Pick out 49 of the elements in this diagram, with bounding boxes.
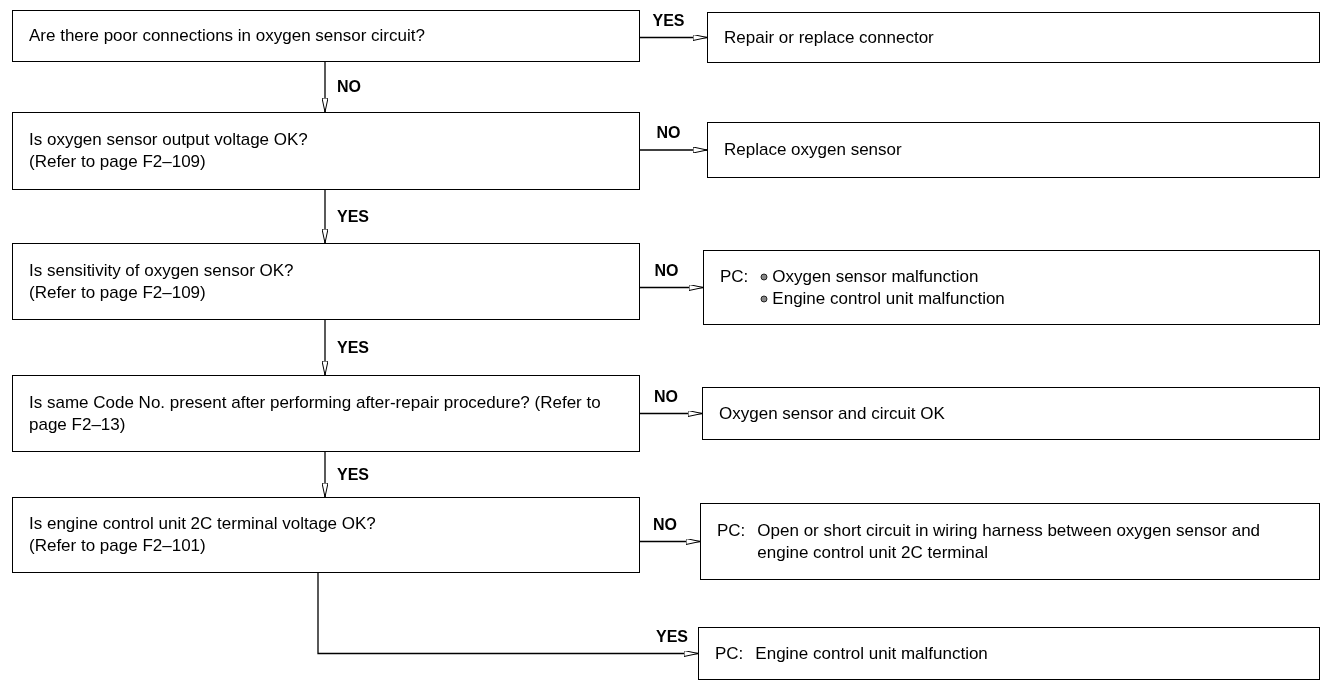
edge-label: YES (337, 464, 369, 485)
arrow (321, 61, 329, 113)
edge-label: NO (656, 123, 681, 143)
result-box (700, 503, 1320, 580)
question-box (12, 497, 640, 573)
arrow (321, 189, 329, 244)
action-text: Repair or replace connector (724, 26, 934, 49)
edge-label: NO (654, 386, 678, 407)
cause-text: Engine control unit malfunction (772, 287, 1005, 310)
question-text: Is sensitivity of oxygen sensor OK? (29, 259, 294, 282)
edge-label: NO (653, 514, 677, 535)
question-text: (Refer to page F2–101) (29, 535, 207, 557)
question-box (12, 243, 640, 320)
question-text: Is same Code No. present after performing after-repair procedure? (Refer to page F2–13) (29, 391, 602, 436)
edge-label: YES (337, 337, 369, 358)
arrow (639, 284, 704, 291)
arrow (639, 538, 701, 545)
result-box (707, 12, 1320, 63)
pc-label: PC: (717, 519, 746, 542)
arrow (639, 146, 708, 154)
cause-text: Oxygen sensor malfunction (772, 265, 979, 288)
question-text: (Refer to page F2–109) (29, 281, 207, 304)
cause-text: Open or short circuit in wiring harness between oxygen sensor and engine control unit 2C terminal (757, 519, 1262, 564)
question-text: Are there poor connections in oxygen sensor circuit? (29, 25, 425, 47)
pc-label: PC: (715, 642, 744, 665)
question-box (12, 10, 640, 62)
arrow (317, 572, 699, 657)
action-text: Replace oxygen sensor (724, 139, 902, 161)
result-box (702, 387, 1320, 440)
action-text: Oxygen sensor and circuit OK (719, 402, 945, 425)
question-box (12, 112, 640, 190)
pc-label: PC: (720, 265, 749, 288)
result-box (698, 627, 1320, 680)
cause-text: Engine control unit malfunction (755, 642, 988, 665)
edge-label: YES (652, 10, 685, 31)
arrow (639, 410, 703, 417)
question-text: (Refer to page F2–109) (29, 151, 207, 173)
edge-label: NO (337, 77, 361, 97)
question-box (12, 375, 640, 452)
question-text: Is engine control unit 2C terminal voltage OK? (29, 513, 376, 535)
arrow (321, 319, 329, 376)
arrow (639, 34, 708, 41)
edge-label: YES (337, 206, 369, 227)
result-box (703, 250, 1320, 325)
result-box (707, 122, 1320, 178)
edge-label: YES (656, 626, 688, 647)
edge-label: NO (654, 260, 679, 281)
arrow (321, 451, 329, 498)
question-text: Is oxygen sensor output voltage OK? (29, 129, 308, 151)
